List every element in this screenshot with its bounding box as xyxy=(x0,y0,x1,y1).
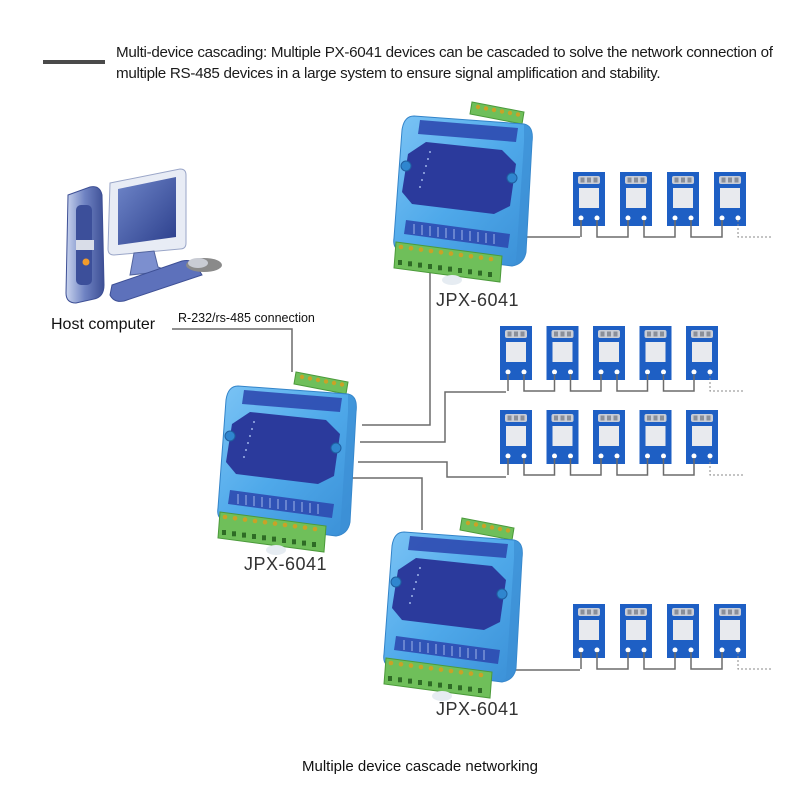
connection-label: R-232/rs-485 connection xyxy=(178,311,315,325)
rs485-device xyxy=(686,410,718,464)
device-rows xyxy=(500,172,773,670)
wire-to-bottom-hub xyxy=(352,477,423,530)
bus-wire xyxy=(643,220,676,238)
hub-bottom xyxy=(383,517,523,702)
bus-wire xyxy=(616,374,649,392)
device-row-bottom-hub-bus xyxy=(573,604,773,670)
rs485-device xyxy=(593,410,625,464)
rs485-device xyxy=(667,604,699,658)
rs485-device xyxy=(620,172,652,226)
hub-center-model: JPX-6041 xyxy=(244,554,328,574)
rs485-device xyxy=(573,172,605,226)
hub-top-model: JPX-6041 xyxy=(436,290,520,310)
bus-wire xyxy=(690,652,723,670)
hub-top xyxy=(393,101,533,286)
host-computer-icon xyxy=(65,168,222,304)
bus-wire xyxy=(569,374,602,392)
rs485-device xyxy=(714,604,746,658)
bus-continuation xyxy=(737,652,773,670)
host-computer-label: Host computer xyxy=(51,316,156,333)
wire-to-row-2 xyxy=(360,391,506,443)
bus-wire xyxy=(596,652,629,670)
rs485-device xyxy=(639,410,672,464)
bus-wire xyxy=(643,652,676,670)
rs485-device xyxy=(546,410,579,464)
bus-wire xyxy=(523,374,556,392)
host-connection-wire xyxy=(172,328,293,372)
rs485-device xyxy=(620,604,652,658)
bus-wire xyxy=(523,458,556,476)
bus-wire xyxy=(569,458,602,476)
wire-to-top-hub xyxy=(362,262,431,426)
rs485-device xyxy=(667,172,699,226)
rs485-device xyxy=(686,326,718,380)
header-description: Multi-device cascading: Multiple PX-6041… xyxy=(116,44,773,82)
bus-continuation xyxy=(709,374,745,392)
rs485-device xyxy=(500,410,532,464)
rs485-device xyxy=(593,326,625,380)
legend-line xyxy=(43,60,105,64)
device-row-center-hub-bus-1 xyxy=(500,326,745,392)
device-row-top-hub-bus xyxy=(573,172,773,238)
rs485-device xyxy=(500,326,532,380)
rs485-device xyxy=(546,326,579,380)
bus-continuation xyxy=(737,220,773,238)
rs485-device xyxy=(714,172,746,226)
wire-to-row-3 xyxy=(358,461,506,478)
bus-wire xyxy=(662,374,695,392)
bus-wire xyxy=(596,220,629,238)
bus-wire xyxy=(616,458,649,476)
rs485-device xyxy=(573,604,605,658)
device-row-center-hub-bus-2 xyxy=(500,410,745,476)
hub-center xyxy=(217,371,357,556)
bus-wire xyxy=(662,458,695,476)
bus-continuation xyxy=(709,458,745,476)
bus-wire xyxy=(690,220,723,238)
hub-bottom-model: JPX-6041 xyxy=(436,699,520,719)
rs485-device xyxy=(639,326,672,380)
wires xyxy=(172,236,580,671)
diagram-caption: Multiple device cascade networking xyxy=(302,758,538,775)
